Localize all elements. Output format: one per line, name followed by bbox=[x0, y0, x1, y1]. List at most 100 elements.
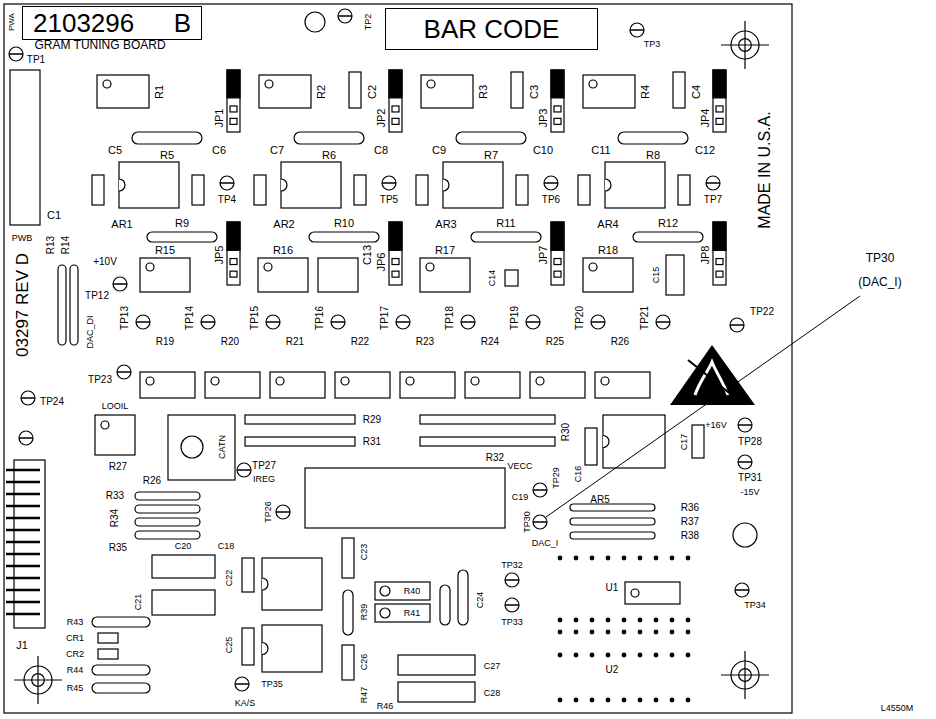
silkscreen-label: TP29 bbox=[552, 467, 561, 489]
resistor-symbol bbox=[420, 415, 555, 424]
test-point-bar bbox=[738, 461, 752, 463]
ic-package bbox=[262, 625, 322, 672]
capacitor-symbol bbox=[349, 72, 361, 108]
test-point bbox=[656, 315, 670, 329]
silkscreen-label: R44 bbox=[67, 666, 84, 675]
capacitor-symbol bbox=[192, 175, 204, 205]
silkscreen-label: C28 bbox=[484, 689, 501, 698]
test-point-bar bbox=[591, 321, 605, 323]
test-point-bar bbox=[738, 424, 752, 426]
resistor-symbol bbox=[570, 518, 655, 525]
capacitor-symbol bbox=[516, 175, 528, 205]
capacitor-symbol bbox=[10, 70, 40, 225]
pot-wiper bbox=[406, 377, 414, 385]
silkscreen-label: R43 bbox=[67, 618, 84, 627]
silkscreen-label: TP30 bbox=[866, 252, 895, 264]
silkscreen-label: R16 bbox=[273, 245, 293, 256]
silkscreen-label: R7 bbox=[484, 150, 498, 161]
ic-notch bbox=[262, 643, 268, 655]
pad-dot bbox=[558, 556, 562, 560]
test-point bbox=[630, 23, 644, 37]
silkscreen-label: U1 bbox=[606, 583, 619, 593]
resistor-symbol bbox=[92, 617, 150, 627]
test-point-bar bbox=[276, 511, 290, 513]
silkscreen-label: TP30 bbox=[523, 511, 532, 533]
pot-wiper bbox=[265, 80, 273, 88]
potentiometer bbox=[259, 75, 311, 108]
resistor-symbol bbox=[294, 132, 364, 144]
crosshair bbox=[37, 656, 38, 704]
pad-dot bbox=[574, 556, 578, 560]
silkscreen-label: TP3 bbox=[644, 40, 661, 49]
ic-package bbox=[119, 162, 179, 208]
silkscreen-label: C6 bbox=[212, 145, 226, 156]
pad-dot bbox=[654, 556, 658, 560]
component-outline bbox=[318, 258, 358, 292]
silkscreen-label: R15 bbox=[155, 245, 175, 256]
board-outline bbox=[4, 4, 792, 713]
jumper-pin bbox=[230, 271, 237, 277]
resistor-symbol bbox=[420, 437, 555, 446]
silkscreen-label: R3 bbox=[478, 85, 489, 99]
pot-wiper bbox=[146, 377, 154, 385]
silkscreen-label: TP2 bbox=[364, 14, 373, 31]
pad-dot bbox=[590, 698, 594, 702]
pin-one-mark bbox=[101, 421, 109, 429]
silkscreen-label: R14 bbox=[61, 236, 71, 254]
silkscreen-label: TP23 bbox=[88, 375, 112, 385]
silkscreen-label: TP14 bbox=[185, 306, 195, 330]
silkscreen-label: R33 bbox=[106, 491, 124, 501]
pad-dot bbox=[590, 556, 594, 560]
silkscreen-label: C14 bbox=[488, 270, 497, 287]
capacitor-symbol bbox=[666, 255, 684, 295]
potentiometer bbox=[583, 75, 635, 108]
pot-wiper bbox=[427, 80, 435, 88]
jumper-pin bbox=[392, 271, 399, 277]
test-point bbox=[526, 315, 540, 329]
silkscreen-label: TP4 bbox=[218, 195, 236, 205]
silkscreen-label: R17 bbox=[435, 245, 455, 256]
silkscreen-label: C9 bbox=[432, 145, 446, 156]
pad-dot bbox=[654, 630, 658, 634]
silkscreen-label: TP27 bbox=[252, 461, 276, 471]
test-point-bar bbox=[656, 321, 670, 323]
silkscreen-label: C26 bbox=[360, 654, 369, 671]
silkscreen-label: C1 bbox=[47, 210, 61, 221]
test-point bbox=[461, 315, 475, 329]
jumper-pin bbox=[716, 271, 723, 277]
capacitor-symbol bbox=[511, 72, 523, 108]
silkscreen-label: C16 bbox=[574, 466, 583, 483]
pad-dot bbox=[574, 698, 578, 702]
silkscreen-label: JP3 bbox=[538, 109, 549, 128]
jumper-header bbox=[227, 222, 240, 285]
silkscreen-label: L4550M bbox=[881, 704, 914, 713]
silkscreen-label: JP1 bbox=[214, 109, 225, 128]
ic-package bbox=[262, 558, 322, 610]
jumper-header bbox=[551, 222, 564, 285]
silkscreen-label: C17 bbox=[680, 434, 689, 451]
jumper-pin bbox=[716, 259, 723, 265]
silkscreen-label: C18 bbox=[218, 542, 235, 551]
esd-strike bbox=[688, 360, 738, 400]
test-point bbox=[730, 318, 744, 332]
bar-code-box: BAR CODE bbox=[385, 8, 598, 50]
test-point-bar bbox=[338, 15, 352, 17]
capacitor-symbol bbox=[342, 645, 354, 680]
silkscreen-label: R36 bbox=[681, 503, 699, 513]
silkscreen-label: MADE IN U.S.A. bbox=[757, 111, 773, 228]
test-point-bar bbox=[544, 182, 558, 184]
pad-dot bbox=[670, 630, 674, 634]
silkscreen-label: TP1 bbox=[27, 55, 45, 65]
connector-pin bbox=[6, 601, 40, 604]
ic-package bbox=[443, 162, 503, 208]
jumper-header bbox=[713, 70, 726, 132]
test-point bbox=[396, 315, 410, 329]
ic-notch bbox=[603, 436, 609, 448]
potentiometer bbox=[375, 604, 430, 622]
test-point bbox=[266, 315, 280, 329]
potentiometer bbox=[168, 415, 235, 480]
node-text: 2103296 bbox=[33, 10, 134, 36]
silkscreen-label: AR4 bbox=[597, 219, 618, 230]
connector-pin bbox=[6, 469, 40, 472]
jumper-pin bbox=[554, 118, 561, 124]
